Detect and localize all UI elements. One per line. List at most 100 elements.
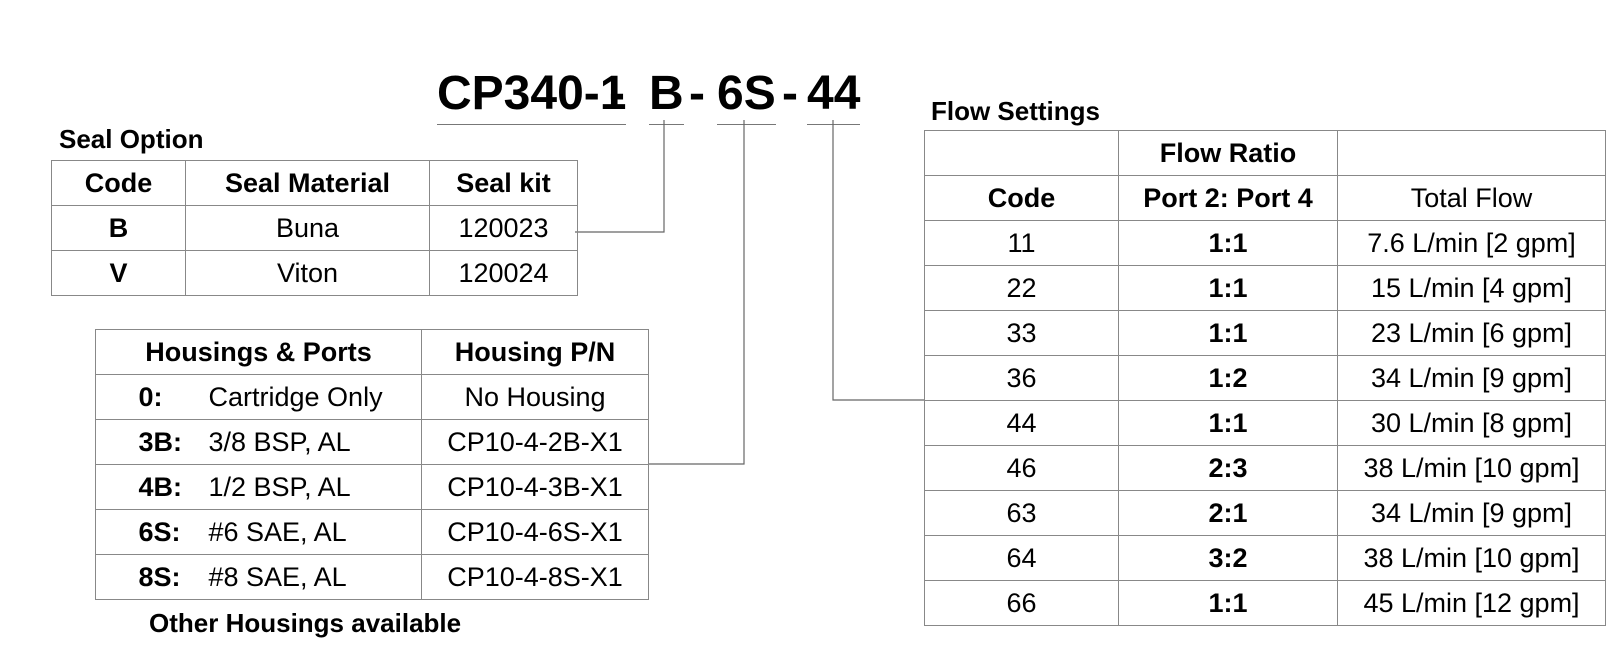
housing-pn: CP10-4-8S-X1 <box>421 554 649 600</box>
flow-code: 22 <box>924 265 1119 311</box>
housing-desc: #6 SAE, AL <box>208 516 347 547</box>
column-header: Total Flow <box>1337 175 1606 221</box>
flow-code: 66 <box>924 580 1119 626</box>
flow-code: 33 <box>924 310 1119 356</box>
table-row: B Buna 120023 <box>51 205 578 251</box>
housing-code: 8S: <box>138 561 181 592</box>
table-row: 11 1:1 7.6 L/min [2 gpm] <box>924 220 1606 266</box>
table-header-row: Flow Ratio <box>924 130 1606 176</box>
seal-material: Viton <box>185 250 430 296</box>
table-row: 22 1:1 15 L/min [4 gpm] <box>924 265 1606 311</box>
seal-option-title: Seal Option <box>59 124 204 154</box>
column-header <box>924 130 1119 176</box>
housing-code: 4B: <box>138 471 183 502</box>
table-row: 33 1:1 23 L/min [6 gpm] <box>924 310 1606 356</box>
housing-code: 6S: <box>138 516 181 547</box>
housing-port-cell: 3B: 3/8 BSP, AL <box>95 419 422 465</box>
part-number-housing-code: 6S <box>717 66 776 125</box>
column-header <box>1337 130 1606 176</box>
total-flow: 15 L/min [4 gpm] <box>1337 265 1606 311</box>
table-row: 6S: #6 SAE, AL CP10-4-6S-X1 <box>95 509 649 555</box>
seal-kit: 120023 <box>429 205 578 251</box>
flow-ratio: 2:3 <box>1118 445 1338 491</box>
housing-pn: CP10-4-6S-X1 <box>421 509 649 555</box>
part-number-seal-code: B <box>649 66 684 125</box>
seal-code: B <box>51 205 186 251</box>
flow-ratio: 1:1 <box>1118 400 1338 446</box>
flow-ratio: 1:1 <box>1118 310 1338 356</box>
part-number-flow-code: 44 <box>807 66 861 125</box>
column-header: Code <box>51 160 186 206</box>
seal-option-table: Code Seal Material Seal kit B Buna 12002… <box>51 160 578 296</box>
total-flow: 23 L/min [6 gpm] <box>1337 310 1606 356</box>
total-flow: 34 L/min [9 gpm] <box>1337 490 1606 536</box>
housing-desc: 3/8 BSP, AL <box>208 426 351 457</box>
table-row: 44 1:1 30 L/min [8 gpm] <box>924 400 1606 446</box>
total-flow: 7.6 L/min [2 gpm] <box>1337 220 1606 266</box>
housing-desc: #8 SAE, AL <box>208 561 347 592</box>
table-row: 0: Cartridge Only No Housing <box>95 374 649 420</box>
housing-desc: 1/2 BSP, AL <box>208 471 351 502</box>
total-flow: 34 L/min [9 gpm] <box>1337 355 1606 401</box>
part-number-separator: - <box>689 67 705 120</box>
table-row: 36 1:2 34 L/min [9 gpm] <box>924 355 1606 401</box>
column-header: Housing P/N <box>421 329 649 375</box>
flow-code: 64 <box>924 535 1119 581</box>
table-row: 64 3:2 38 L/min [10 gpm] <box>924 535 1606 581</box>
seal-leader-line <box>575 120 665 233</box>
table-header-row: Code Port 2: Port 4 Total Flow <box>924 175 1606 221</box>
part-number-separator: - <box>782 67 798 120</box>
housing-port-cell: 0: Cartridge Only <box>95 374 422 420</box>
flow-code: 44 <box>924 400 1119 446</box>
table-row: 3B: 3/8 BSP, AL CP10-4-2B-X1 <box>95 419 649 465</box>
seal-kit: 120024 <box>429 250 578 296</box>
seal-code: V <box>51 250 186 296</box>
total-flow: 38 L/min [10 gpm] <box>1337 535 1606 581</box>
total-flow: 30 L/min [8 gpm] <box>1337 400 1606 446</box>
table-row: 63 2:1 34 L/min [9 gpm] <box>924 490 1606 536</box>
table-header-row: Housings & Ports Housing P/N <box>95 329 649 375</box>
housing-pn: CP10-4-3B-X1 <box>421 464 649 510</box>
column-header: Seal Material <box>185 160 430 206</box>
column-header: Code <box>924 175 1119 221</box>
other-housings-note: Other Housings available <box>149 608 462 638</box>
flow-ratio: 1:1 <box>1118 265 1338 311</box>
table-row: V Viton 120024 <box>51 250 578 296</box>
part-number-separator: - <box>609 67 625 120</box>
housing-code: 0: <box>138 381 163 412</box>
seal-material: Buna <box>185 205 430 251</box>
flow-settings-title: Flow Settings <box>931 96 1100 126</box>
part-number-base: CP340-1 <box>437 66 627 125</box>
flow-code: 46 <box>924 445 1119 491</box>
column-header: Port 2: Port 4 <box>1118 175 1338 221</box>
housing-port-cell: 4B: 1/2 BSP, AL <box>95 464 422 510</box>
housing-port-cell: 6S: #6 SAE, AL <box>95 509 422 555</box>
housing-leader-line <box>648 120 745 465</box>
flow-code: 36 <box>924 355 1119 401</box>
housing-pn: CP10-4-2B-X1 <box>421 419 649 465</box>
table-header-row: Code Seal Material Seal kit <box>51 160 578 206</box>
flow-settings-table: Flow Ratio Code Port 2: Port 4 Total Flo… <box>924 130 1606 626</box>
table-row: 8S: #8 SAE, AL CP10-4-8S-X1 <box>95 554 649 600</box>
table-row: 66 1:1 45 L/min [12 gpm] <box>924 580 1606 626</box>
total-flow: 45 L/min [12 gpm] <box>1337 580 1606 626</box>
column-header: Housings & Ports <box>95 329 422 375</box>
housing-port-cell: 8S: #8 SAE, AL <box>95 554 422 600</box>
total-flow: 38 L/min [10 gpm] <box>1337 445 1606 491</box>
table-row: 46 2:3 38 L/min [10 gpm] <box>924 445 1606 491</box>
flow-ratio: 1:1 <box>1118 580 1338 626</box>
flow-ratio: 1:1 <box>1118 220 1338 266</box>
column-header: Flow Ratio <box>1118 130 1338 176</box>
housing-code: 3B: <box>138 426 183 457</box>
flow-ratio: 1:2 <box>1118 355 1338 401</box>
flow-ratio: 3:2 <box>1118 535 1338 581</box>
housings-table: Housings & Ports Housing P/N 0: Cartridge… <box>95 329 649 600</box>
flow-ratio: 2:1 <box>1118 490 1338 536</box>
housing-pn: No Housing <box>421 374 649 420</box>
housing-desc: Cartridge Only <box>208 381 383 412</box>
flow-code: 63 <box>924 490 1119 536</box>
table-row: 4B: 1/2 BSP, AL CP10-4-3B-X1 <box>95 464 649 510</box>
flow-code: 11 <box>924 220 1119 266</box>
flow-leader-line <box>832 120 924 401</box>
